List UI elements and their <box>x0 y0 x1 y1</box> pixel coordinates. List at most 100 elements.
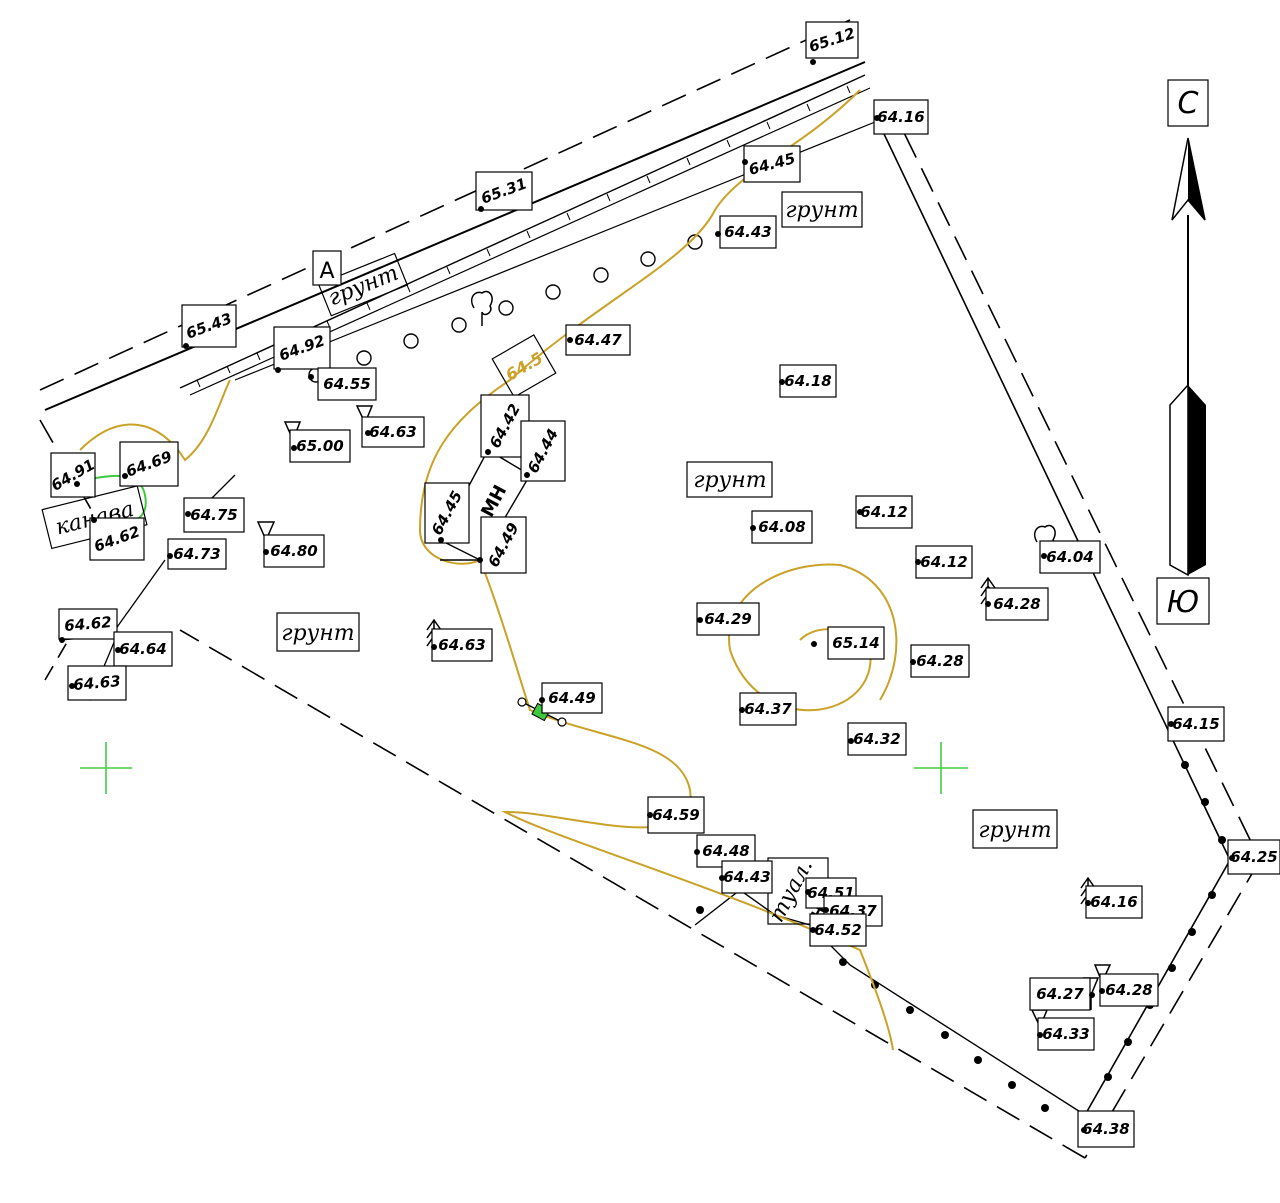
elevation-mark: 64.63 <box>67 665 127 701</box>
elevation-point <box>697 617 703 623</box>
elevation-mark: 65.12 <box>805 21 859 65</box>
elevation-point <box>308 374 314 380</box>
elevation-box <box>58 608 118 640</box>
elevation-box <box>67 665 127 701</box>
elevation-value: 64.32 <box>853 730 900 748</box>
elevation-value: 64.29 <box>704 610 751 628</box>
elevation-value: 64.64 <box>119 640 166 658</box>
elevation-mark: 65.14 <box>811 626 885 660</box>
elevation-box <box>1037 1017 1095 1051</box>
elevation-box <box>424 482 470 544</box>
elevation-point <box>805 889 811 895</box>
elevation-mark: 64.28 <box>910 644 970 678</box>
compass-south-label: Ю <box>1167 585 1199 620</box>
elevation-marks: 65.1264.1664.4565.3164.4365.4364.9264.55… <box>48 21 1280 1148</box>
elevation-point <box>779 379 785 385</box>
elevation-box <box>181 304 237 348</box>
elevation-value: 65.14 <box>832 634 879 652</box>
elevation-mark: 64.32 <box>847 722 907 756</box>
elevation-point <box>910 659 916 665</box>
elevation-box <box>1029 977 1091 1011</box>
elevation-point <box>183 343 189 349</box>
elevation-mark: 64.28 <box>985 587 1049 621</box>
elevation-mark: 64.15 <box>1167 706 1225 742</box>
elevation-mark: 64.64 <box>113 631 173 667</box>
elevation-point <box>69 683 75 689</box>
elevation-box <box>719 215 777 249</box>
elevation-point <box>810 927 816 933</box>
elevation-point <box>1168 721 1174 727</box>
elevation-point <box>647 812 653 818</box>
elevation-box <box>119 441 179 487</box>
elevation-box <box>361 416 425 448</box>
elevation-point <box>1081 1127 1087 1133</box>
elevation-value: 64.25 <box>1230 848 1277 866</box>
elevation-box <box>1077 1110 1135 1148</box>
elevation-point <box>1099 988 1105 994</box>
elevation-point <box>857 509 863 515</box>
elevation-mark: 65.43 <box>181 304 237 349</box>
elevation-mark: 64.69 <box>119 441 179 487</box>
elevation-point <box>1089 992 1095 998</box>
elevation-mark: 64.44 <box>520 420 566 482</box>
elevation-box <box>183 497 245 533</box>
elevation-box <box>1167 706 1225 742</box>
elevation-mark: 64.73 <box>167 538 227 570</box>
elevation-mark: 65.00 <box>289 429 351 463</box>
elevation-value: 64.15 <box>1172 715 1219 733</box>
elevation-mark: 64.28 <box>1099 973 1159 1007</box>
elevation-value: 64.18 <box>784 372 831 390</box>
elevation-mark: 64.80 <box>263 534 325 568</box>
elevation-box <box>1039 540 1101 574</box>
elevation-point <box>275 367 281 373</box>
point-a-label: А <box>319 259 334 284</box>
elevation-value: 64.43 <box>723 868 770 886</box>
elevation-point <box>478 206 484 212</box>
elevation-mark: 64.43 <box>719 860 773 894</box>
elevation-point <box>431 644 437 650</box>
elevation-mark: 64.45 <box>424 482 470 544</box>
elevation-mark: 64.62 <box>89 517 145 561</box>
elevation-box <box>847 722 907 756</box>
elevation-point <box>874 115 880 121</box>
elevation-box <box>475 171 533 211</box>
elevation-value: 64.04 <box>1046 548 1093 566</box>
tree-row <box>308 234 703 383</box>
lamp-icons <box>256 405 1112 1040</box>
elevation-box <box>1085 885 1143 919</box>
elevation-value: 64.80 <box>270 542 317 560</box>
elevation-value: 64.37 <box>744 700 792 718</box>
elevation-box <box>317 367 377 401</box>
elevation-value: 64.63 <box>438 636 485 654</box>
elevation-box <box>873 99 929 135</box>
elevation-box <box>289 429 351 463</box>
elevation-point <box>1229 855 1235 861</box>
elevation-point <box>985 601 991 607</box>
elevation-value: 64.33 <box>1042 1025 1089 1043</box>
elevation-point <box>1085 900 1091 906</box>
elevation-value: 64.73 <box>173 545 220 563</box>
elevation-mark: 64.63 <box>361 416 425 448</box>
elevation-mark: 64.16 <box>873 99 929 135</box>
elevation-point <box>810 59 816 65</box>
elevation-box <box>696 602 760 636</box>
elevation-value: 64.59 <box>652 806 699 824</box>
elevation-point <box>750 525 756 531</box>
ground-label: грунт <box>281 621 354 646</box>
elevation-mark: 64.49 <box>477 516 527 574</box>
elevation-value: 64.62 <box>64 613 113 635</box>
elevation-point <box>567 337 573 343</box>
elevation-box <box>480 516 527 574</box>
elevation-value: 64.47 <box>574 331 622 349</box>
elevation-value: 64.16 <box>877 108 924 126</box>
elevation-box <box>113 631 173 667</box>
elevation-box <box>739 692 797 726</box>
elevation-point <box>823 907 829 913</box>
elevation-box <box>779 364 837 398</box>
ground-label: грунт <box>785 198 858 223</box>
elevation-mark: 64.63 <box>431 628 493 662</box>
elevation-point <box>122 473 128 479</box>
compass-north-label: С <box>1178 86 1199 121</box>
elevation-box <box>827 626 885 660</box>
